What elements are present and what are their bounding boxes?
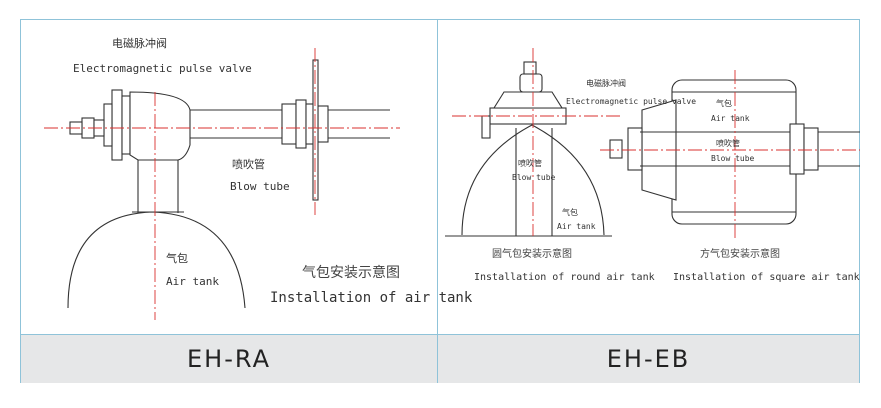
air-tank-label-cn: 气包 [166, 251, 188, 265]
valve-body [129, 91, 191, 161]
eb-valve-label-en: Electromagnetic pulse valve [566, 97, 696, 106]
eh-eb-drawing: 电磁脉冲阀 Electromagnetic pulse valve 喷吹管 Bl… [445, 48, 860, 283]
round-air-tank [461, 124, 605, 236]
caption-square-en: Installation of square air tank [673, 272, 860, 283]
eh-ra-drawing: 电磁脉冲阀 Electromagnetic pulse valve 喷吹管 Bl… [44, 36, 473, 320]
eb-blow2-label-en: Blow tube [711, 154, 755, 163]
eb-valve-label-cn: 电磁脉冲阀 [586, 78, 626, 88]
caption-round-en: Installation of round air tank [474, 272, 655, 283]
valve-label-en: Electromagnetic pulse valve [73, 62, 252, 75]
footer-divider [20, 334, 860, 335]
caption-round-cn: 圆气包安装示意图 [492, 247, 572, 260]
caption-en: Installation of air tank [270, 290, 473, 306]
air-tank-dome [67, 211, 246, 309]
caption-cn: 气包安装示意图 [302, 264, 400, 281]
eb-tank2-label-cn: 气包 [716, 98, 732, 108]
blow-tube-label-cn: 喷吹管 [232, 157, 265, 171]
eb-blow1-label-en: Blow tube [512, 173, 556, 182]
air-tank-label-en: Air tank [166, 275, 219, 288]
valve-label-cn: 电磁脉冲阀 [112, 36, 167, 50]
caption-square-cn: 方气包安装示意图 [700, 247, 780, 260]
eb-tank1-label-en: Air tank [557, 222, 596, 231]
eb-tank2-label-en: Air tank [711, 114, 750, 123]
eb-blow1-label-cn: 喷吹管 [518, 158, 542, 168]
eb-tank1-label-cn: 气包 [562, 207, 578, 217]
wall-plate [312, 59, 319, 201]
model-label-eh-eb: EH-EB [438, 335, 859, 383]
panel-divider [437, 19, 438, 383]
blow-tube-label-en: Blow tube [230, 180, 290, 193]
model-label-eh-ra: EH-RA [21, 335, 437, 383]
valve-flange [111, 89, 123, 161]
eb-blow2-label-cn: 喷吹管 [716, 138, 740, 148]
